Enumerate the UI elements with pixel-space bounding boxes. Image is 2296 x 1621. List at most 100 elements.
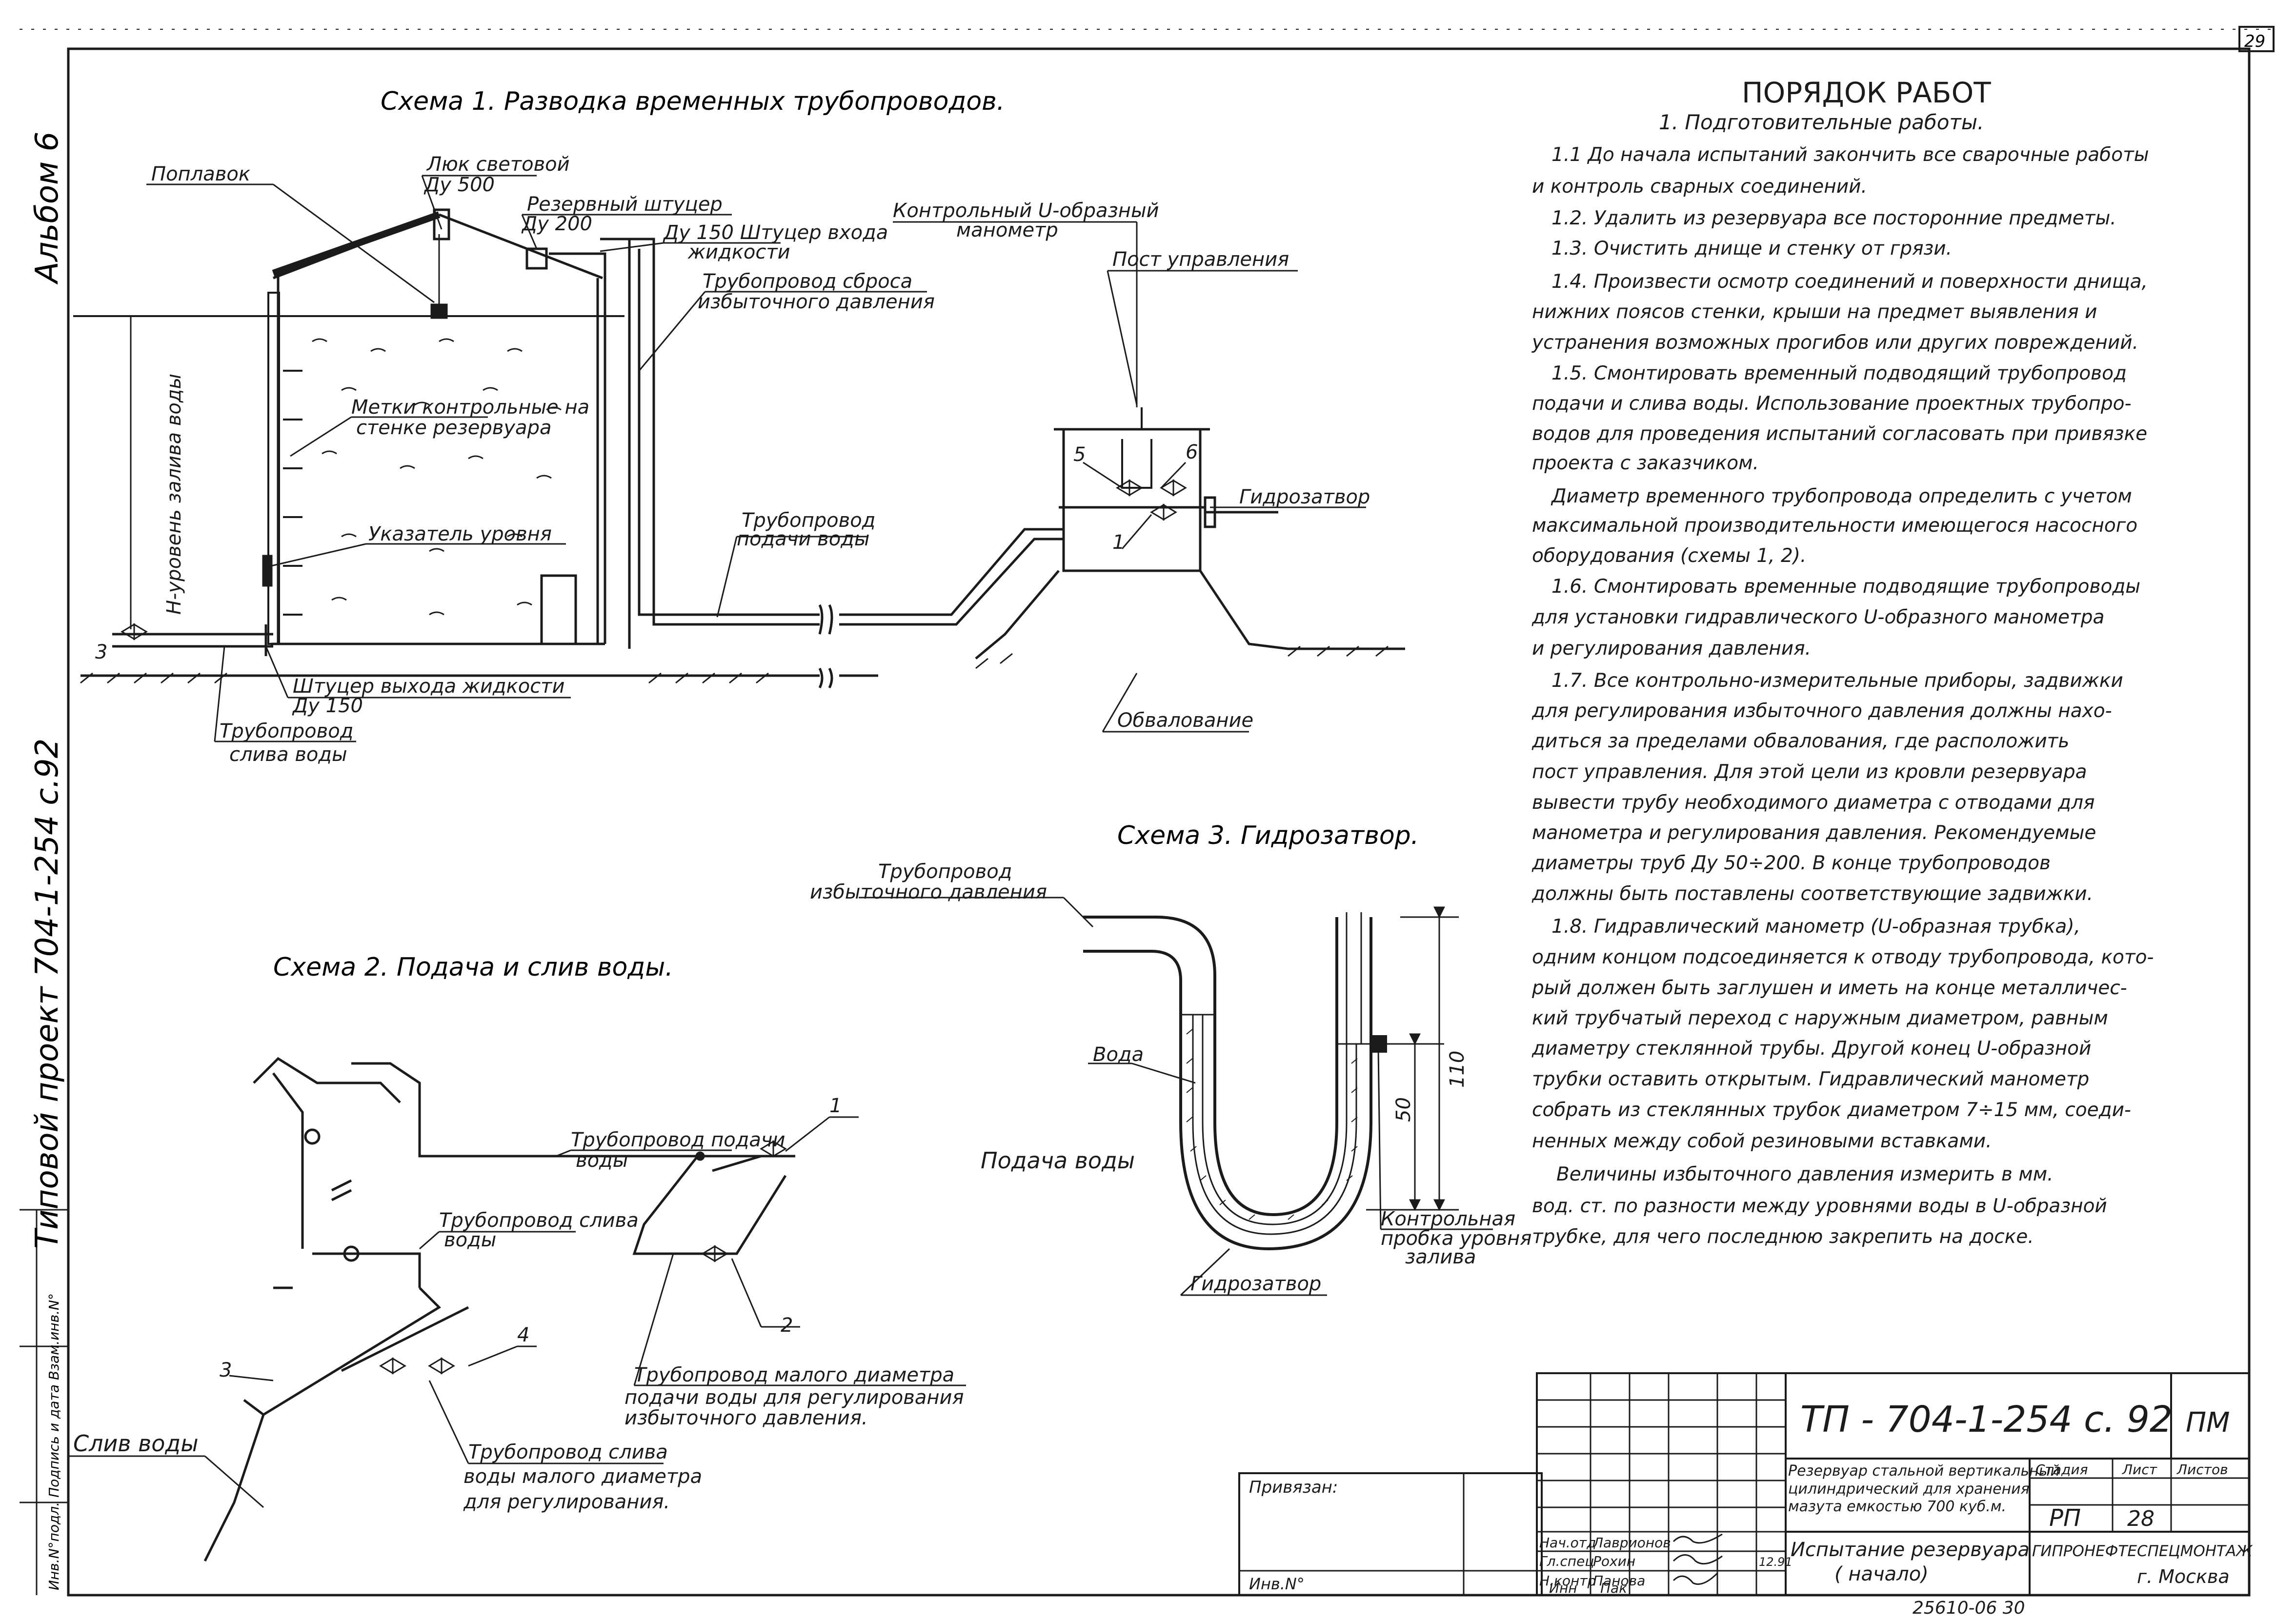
proc-line-27: рый должен быть заглушен и иметь на конц… bbox=[1531, 977, 2127, 999]
inlet-label: Ду 150 Штуцер входа bbox=[663, 221, 888, 244]
sheets-hdr: Листов bbox=[2176, 1461, 2228, 1478]
proc-line-17: 1.7. Все контрольно-измерительные прибор… bbox=[1551, 670, 2123, 692]
water-drain-label: Слив воды bbox=[73, 1430, 199, 1457]
plug-label-2: пробка уровня bbox=[1381, 1227, 1531, 1250]
proc-line-11: Диаметр временного трубопровода определи… bbox=[1551, 485, 2132, 507]
small-pipe-label: Трубопровод малого диаметра bbox=[634, 1364, 954, 1386]
name-2: Панова bbox=[1593, 1573, 1645, 1589]
proc-line-31: собрать из стеклянных трубок диаметром 7… bbox=[1532, 1099, 2131, 1121]
reserve-size: Ду 200 bbox=[521, 213, 592, 235]
title-block-text: ТП - 704-1-254 с. 92 ПМ Привязан: Инв.N°… bbox=[1249, 1399, 2253, 1618]
proc-line-6: устранения возможных прогибов или других… bbox=[1531, 332, 2138, 354]
stage-value: РП bbox=[2049, 1504, 2081, 1532]
proc-line-28: кий трубчатый переход с наружным диаметр… bbox=[1532, 1007, 2108, 1029]
side-stamp bbox=[20, 1209, 68, 1595]
proc-line-20: пост управления. Для этой цели из кровли… bbox=[1532, 761, 2087, 783]
proc-line-13: оборудования (схемы 1, 2). bbox=[1532, 545, 1806, 567]
proc-line-7: 1.5. Смонтировать временный подводящий т… bbox=[1551, 362, 2127, 384]
desc-1: Резервуар стальной вертикальный bbox=[1788, 1462, 2060, 1480]
role-0: Нач.отд bbox=[1539, 1535, 1596, 1551]
procedure: ПОРЯДОК РАБОТ 1. Подготовительные работы… bbox=[1531, 76, 2154, 1248]
supply-pipe-label-2: воды bbox=[576, 1149, 628, 1172]
drain-small-label-2: воды малого диаметра bbox=[463, 1465, 702, 1488]
u-mano-label: Контрольный U-образный bbox=[893, 200, 1159, 222]
scheme1-leaders bbox=[146, 175, 1366, 742]
outlet-label: Штуцер выхода жидкости bbox=[293, 675, 564, 698]
scheme2-labels: Трубопровод подачи воды Подача воды Труб… bbox=[73, 1095, 1135, 1513]
proc-line-12: максимальной производительности имеющего… bbox=[1532, 515, 2137, 537]
marks-label-2: стенке резервуара bbox=[356, 417, 551, 439]
num-1: 1 bbox=[1112, 531, 1125, 554]
scheme3-labels: Трубопровод избыточного давления Вода 11… bbox=[810, 861, 1531, 1295]
ground-hatch bbox=[80, 645, 1389, 684]
supply-label-2: подачи воды bbox=[737, 528, 869, 550]
hatch-label: Люк световой bbox=[426, 153, 570, 176]
proc-line-33: Величины избыточного давления измерить в… bbox=[1556, 1163, 2054, 1185]
u-mano-label-2: манометр bbox=[956, 219, 1058, 241]
inv-label: Инв.N° bbox=[1249, 1575, 1305, 1593]
level-indicator-label: Указатель уровня bbox=[368, 523, 552, 545]
doc-title-1: Испытание резервуара bbox=[1791, 1539, 2030, 1561]
bound-label: Привязан: bbox=[1249, 1478, 1338, 1497]
hatch-size: Ду 500 bbox=[423, 174, 495, 196]
inn-label: Инн bbox=[1549, 1580, 1577, 1596]
inlet-label-2: жидкости bbox=[687, 241, 790, 263]
proc-line-15: для установки гидравлического U-образног… bbox=[1531, 606, 2104, 628]
role-1: Гл.спец bbox=[1539, 1553, 1594, 1569]
scheme1-labels: Поплавок Люк световой Ду 500 Резервный ш… bbox=[95, 153, 1370, 766]
discharge-label-2: избыточного давления bbox=[698, 291, 935, 313]
drain-pipe-label-2: воды bbox=[444, 1229, 496, 1251]
side-project: Типовой проект 704-1-254 с.92 bbox=[29, 739, 65, 1249]
fill-level-label: Н-уровень залива воды bbox=[163, 374, 185, 615]
proc-line-25: 1.8. Гидравлический манометр (U-образная… bbox=[1551, 916, 2080, 938]
city: г. Москва bbox=[2137, 1566, 2230, 1587]
code: ТП - 704-1-254 с. 92 bbox=[1800, 1399, 2173, 1441]
supply-pipe-label: Трубопровод подачи bbox=[571, 1129, 785, 1151]
bottom-number: 25610-06 30 bbox=[1913, 1598, 2025, 1618]
embankment-label: Обвалование bbox=[1117, 709, 1253, 732]
supply-drain-scheme bbox=[203, 1057, 795, 1562]
proc-line-18: для регулирования избыточного давления д… bbox=[1531, 700, 2112, 722]
discharge-label: Трубопровод сброса bbox=[703, 270, 912, 293]
num-6: 6 bbox=[1186, 441, 1198, 463]
proc-line-0: 1.1 До начала испытаний закончить все св… bbox=[1551, 144, 2149, 166]
small-pipe-label-3: избыточного давления. bbox=[624, 1407, 868, 1429]
marks-label: Метки контрольные на bbox=[351, 396, 589, 419]
proc-line-22: манометра и регулирования давления. Реко… bbox=[1532, 822, 2096, 844]
s2-num-4: 4 bbox=[517, 1324, 529, 1346]
hydroseal3-label: Гидрозатвор bbox=[1190, 1273, 1321, 1295]
plug-label: Контрольная bbox=[1381, 1208, 1515, 1230]
proc-line-4: 1.4. Произвести осмотр соединений и пове… bbox=[1551, 271, 2148, 293]
hydroseal-hatch bbox=[1186, 1029, 1358, 1220]
desc-2: цилиндрический для хранения bbox=[1788, 1481, 2030, 1498]
name-0: Лаврионов bbox=[1592, 1535, 1671, 1551]
proc-line-19: диться за пределами обвалования, где рас… bbox=[1531, 730, 2069, 752]
excess-pipe-label: Трубопровод bbox=[878, 861, 1012, 883]
sheet-hdr: Лист bbox=[2122, 1461, 2157, 1478]
drain-small-label-3: для регулирования. bbox=[463, 1491, 670, 1513]
hydroseal-scheme bbox=[1083, 906, 1459, 1251]
reserve-label: Резервный штуцер bbox=[527, 193, 723, 216]
proc-line-16: и регулирования давления. bbox=[1532, 638, 1811, 660]
sheet-mark: ПМ bbox=[2186, 1407, 2230, 1439]
org: ГИПРОНЕФТЕСПЕЦМОНТАЖ bbox=[2032, 1542, 2253, 1560]
scheme3-leaders bbox=[859, 897, 1493, 1296]
proc-line-5: нижних поясов стенки, крыши на предмет в… bbox=[1532, 301, 2097, 323]
dim-110: 110 bbox=[1446, 1051, 1469, 1088]
proc-line-3: 1.3. Очистить днище и стенку от грязи. bbox=[1551, 238, 1952, 260]
sheet-number: 29 bbox=[2244, 32, 2265, 51]
doc-title-2: ( начало) bbox=[1834, 1563, 1929, 1585]
s2-num-1: 1 bbox=[829, 1095, 842, 1117]
proc-line-9: водов для проведения испытаний согласова… bbox=[1532, 423, 2147, 445]
outlet-size: Ду 150 bbox=[292, 695, 363, 717]
s2-num-2: 2 bbox=[781, 1314, 793, 1337]
s2-num-3: 3 bbox=[220, 1359, 232, 1381]
sheet-value: 28 bbox=[2127, 1506, 2155, 1531]
title-block bbox=[1238, 1372, 2250, 1596]
excess-pipe-label-2: избыточного давления bbox=[810, 881, 1047, 903]
supply-label: Трубопровод bbox=[742, 509, 875, 532]
date: 12.91 bbox=[1759, 1555, 1792, 1569]
dim-50: 50 bbox=[1392, 1097, 1415, 1122]
float-label: Поплавок bbox=[151, 163, 250, 185]
